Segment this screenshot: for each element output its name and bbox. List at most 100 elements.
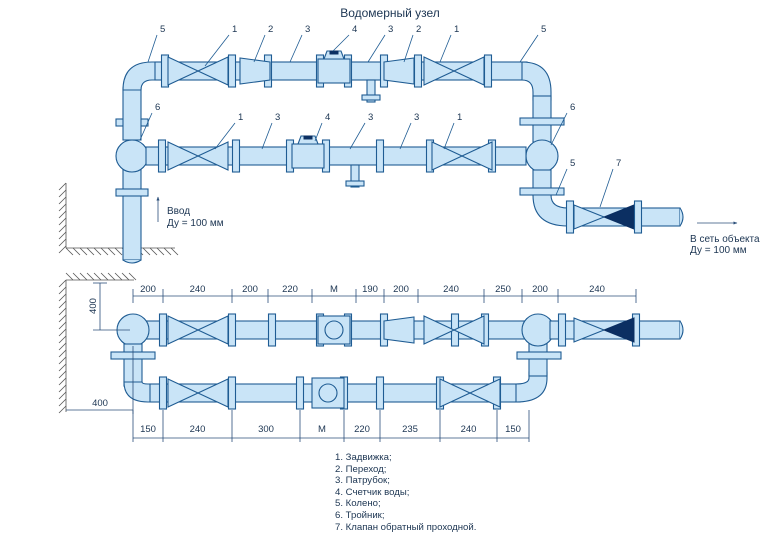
flange bbox=[375, 376, 385, 410]
callout-label: 7 bbox=[616, 158, 621, 169]
gate-valve bbox=[431, 141, 464, 171]
callout-label: 5 bbox=[160, 24, 165, 35]
gate-valve bbox=[423, 315, 456, 345]
legend-item: 1. Задвижка; bbox=[335, 452, 392, 463]
check-valve-plan bbox=[573, 317, 606, 343]
dimension-value: 150 bbox=[505, 424, 521, 435]
callout-leader bbox=[349, 122, 366, 150]
dimension-value: 190 bbox=[362, 284, 378, 295]
dimension-value: 200 bbox=[532, 284, 548, 295]
callout-label: 2 bbox=[416, 24, 421, 35]
dimension-value: 400 bbox=[88, 298, 99, 314]
inlet-diameter: Ду = 100 мм bbox=[167, 218, 224, 229]
callout-label: 3 bbox=[305, 24, 310, 35]
dimension-value: 240 bbox=[443, 284, 459, 295]
tee-left bbox=[115, 139, 149, 173]
flange bbox=[375, 139, 385, 173]
check-valve bbox=[573, 204, 606, 230]
flange bbox=[267, 313, 277, 347]
reducer bbox=[383, 316, 415, 344]
dimension-value: 200 bbox=[393, 284, 409, 295]
callout-label: 3 bbox=[388, 24, 393, 35]
callout-leader bbox=[204, 34, 230, 67]
callout-leader bbox=[253, 34, 266, 63]
check-valve-dark-plan bbox=[602, 317, 635, 343]
legend-item: 3. Патрубок; bbox=[335, 475, 390, 487]
dimension-value: 235 bbox=[402, 424, 418, 435]
elbow-top-left bbox=[122, 61, 159, 91]
callout-leader bbox=[332, 34, 350, 52]
dimension-value: 300 bbox=[258, 424, 274, 435]
gate-valve bbox=[167, 315, 200, 345]
callout-label: 6 bbox=[570, 102, 575, 113]
callout-leader bbox=[289, 34, 303, 63]
callout-leader bbox=[439, 34, 452, 63]
dimension-value: М bbox=[318, 424, 326, 435]
callout-leader bbox=[555, 168, 568, 196]
flange bbox=[157, 139, 167, 173]
drain-valve bbox=[366, 79, 376, 103]
flange bbox=[633, 200, 643, 234]
dimension-value: 200 bbox=[242, 284, 258, 295]
water-meter bbox=[291, 143, 325, 169]
gate-valve bbox=[439, 378, 472, 408]
dimension-value: 200 bbox=[140, 284, 156, 295]
callout-label: 3 bbox=[414, 112, 419, 123]
callout-leader bbox=[403, 34, 414, 63]
outlet-diameter: Ду = 100 мм bbox=[690, 245, 747, 256]
callout-label: 1 bbox=[238, 112, 243, 123]
flange bbox=[227, 313, 237, 347]
callout-leader bbox=[147, 34, 158, 63]
meter-register bbox=[297, 135, 319, 145]
meter-register bbox=[323, 50, 345, 60]
dimension-value: 240 bbox=[190, 284, 206, 295]
flange bbox=[231, 139, 241, 173]
outlet-label: В сеть объекта bbox=[690, 233, 760, 245]
callout-leader bbox=[599, 168, 614, 208]
flange bbox=[413, 54, 423, 88]
flange bbox=[295, 376, 305, 410]
dimension-value: 220 bbox=[282, 284, 298, 295]
dimension-value: М bbox=[330, 284, 338, 295]
callout-label: 1 bbox=[454, 24, 459, 35]
callout-label: 3 bbox=[275, 112, 280, 123]
callout-label: 1 bbox=[232, 24, 237, 35]
tee-right bbox=[525, 139, 559, 173]
legend-item: 4. Счетчик воды; bbox=[335, 486, 410, 498]
callout-leader bbox=[399, 122, 412, 150]
flange bbox=[227, 54, 237, 88]
upper-view: Ввод Ду = 100 мм В сеть объекта Ду = 100… bbox=[58, 24, 760, 264]
legend-item: 2. Переход; bbox=[335, 463, 387, 475]
callout-leader bbox=[314, 122, 323, 142]
gate-valve bbox=[167, 56, 200, 86]
callout-label: 1 bbox=[457, 112, 462, 123]
gate-valve bbox=[167, 141, 200, 171]
callout-leader bbox=[214, 122, 236, 150]
callout-leader bbox=[550, 112, 568, 146]
diagram-title: Водомерный узел bbox=[340, 6, 440, 20]
legend: 1. Задвижка; 2. Переход; 3. Патрубок; 4.… bbox=[335, 452, 476, 533]
gate-valve bbox=[423, 56, 456, 86]
flange bbox=[565, 200, 575, 234]
flange bbox=[483, 54, 493, 88]
flange bbox=[557, 313, 567, 347]
reducer bbox=[383, 57, 415, 85]
inlet-label: Ввод bbox=[167, 206, 190, 217]
dimension-value: 220 bbox=[354, 424, 370, 435]
callout-leader bbox=[261, 122, 273, 150]
drain-valve bbox=[350, 164, 360, 188]
callout-label: 3 bbox=[368, 112, 373, 123]
callout-label: 6 bbox=[155, 102, 160, 113]
callout-label: 2 bbox=[268, 24, 273, 35]
callout-leader bbox=[367, 34, 386, 63]
flange bbox=[158, 313, 168, 347]
legend-item: 6. Тройник; bbox=[335, 509, 385, 521]
callout-leader bbox=[443, 122, 455, 150]
inlet-flange bbox=[115, 188, 149, 197]
dimension-value: 150 bbox=[140, 424, 156, 435]
dimension-value: 240 bbox=[589, 284, 605, 295]
dimension-value: 240 bbox=[190, 424, 206, 435]
